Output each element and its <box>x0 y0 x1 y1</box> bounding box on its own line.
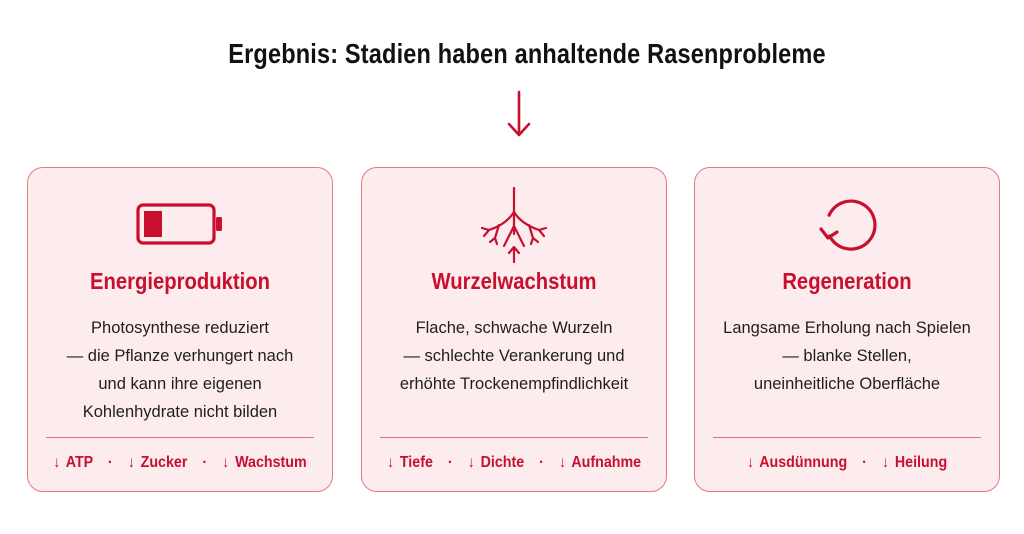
card-title: Wurzelwachstum <box>431 268 597 294</box>
divider <box>713 437 981 438</box>
roots-icon <box>362 186 666 266</box>
card-description: Photosynthese reduziert — die Pflanze ve… <box>66 319 294 421</box>
tag-zucker: ↓ Zucker <box>127 454 188 471</box>
card-description: Langsame Erholung nach Spielen — blanke … <box>723 319 971 393</box>
tag-ausduennung: ↓ Ausdünnung <box>746 454 848 471</box>
page-title: Ergebnis: Stadien haben anhaltende Rasen… <box>228 38 826 69</box>
card-energieproduktion: Energieproduktion Photosynthese reduzier… <box>27 167 333 492</box>
tag-heilung: ↓ Heilung <box>881 454 948 471</box>
impact-tags: ↓ ATP · ↓ Zucker · ↓ Wachstum <box>53 454 307 471</box>
battery-low-icon <box>28 202 332 246</box>
card-wurzelwachstum: Wurzelwachstum Flache, schwache Wurzeln … <box>361 167 667 492</box>
card-title: Energieproduktion <box>90 268 270 294</box>
down-arrow-icon <box>507 90 531 137</box>
impact-tags: ↓ Ausdünnung · ↓ Heilung <box>746 454 948 471</box>
divider <box>380 437 648 438</box>
card-title: Regeneration <box>782 268 912 294</box>
tag-tiefe: ↓ Tiefe <box>386 454 433 471</box>
divider <box>46 437 314 438</box>
card-description: Flache, schwache Wurzeln — schlechte Ver… <box>399 319 629 393</box>
refresh-cycle-icon <box>695 194 999 258</box>
tag-aufnahme: ↓ Aufnahme <box>558 454 642 471</box>
card-regeneration: Regeneration Langsame Erholung nach Spie… <box>694 167 1000 492</box>
tag-atp: ↓ ATP <box>53 454 93 471</box>
tag-wachstum: ↓ Wachstum <box>222 454 307 471</box>
tag-dichte: ↓ Dichte <box>467 454 525 471</box>
impact-tags: ↓ Tiefe · ↓ Dichte · ↓ Aufnahme <box>386 454 642 471</box>
